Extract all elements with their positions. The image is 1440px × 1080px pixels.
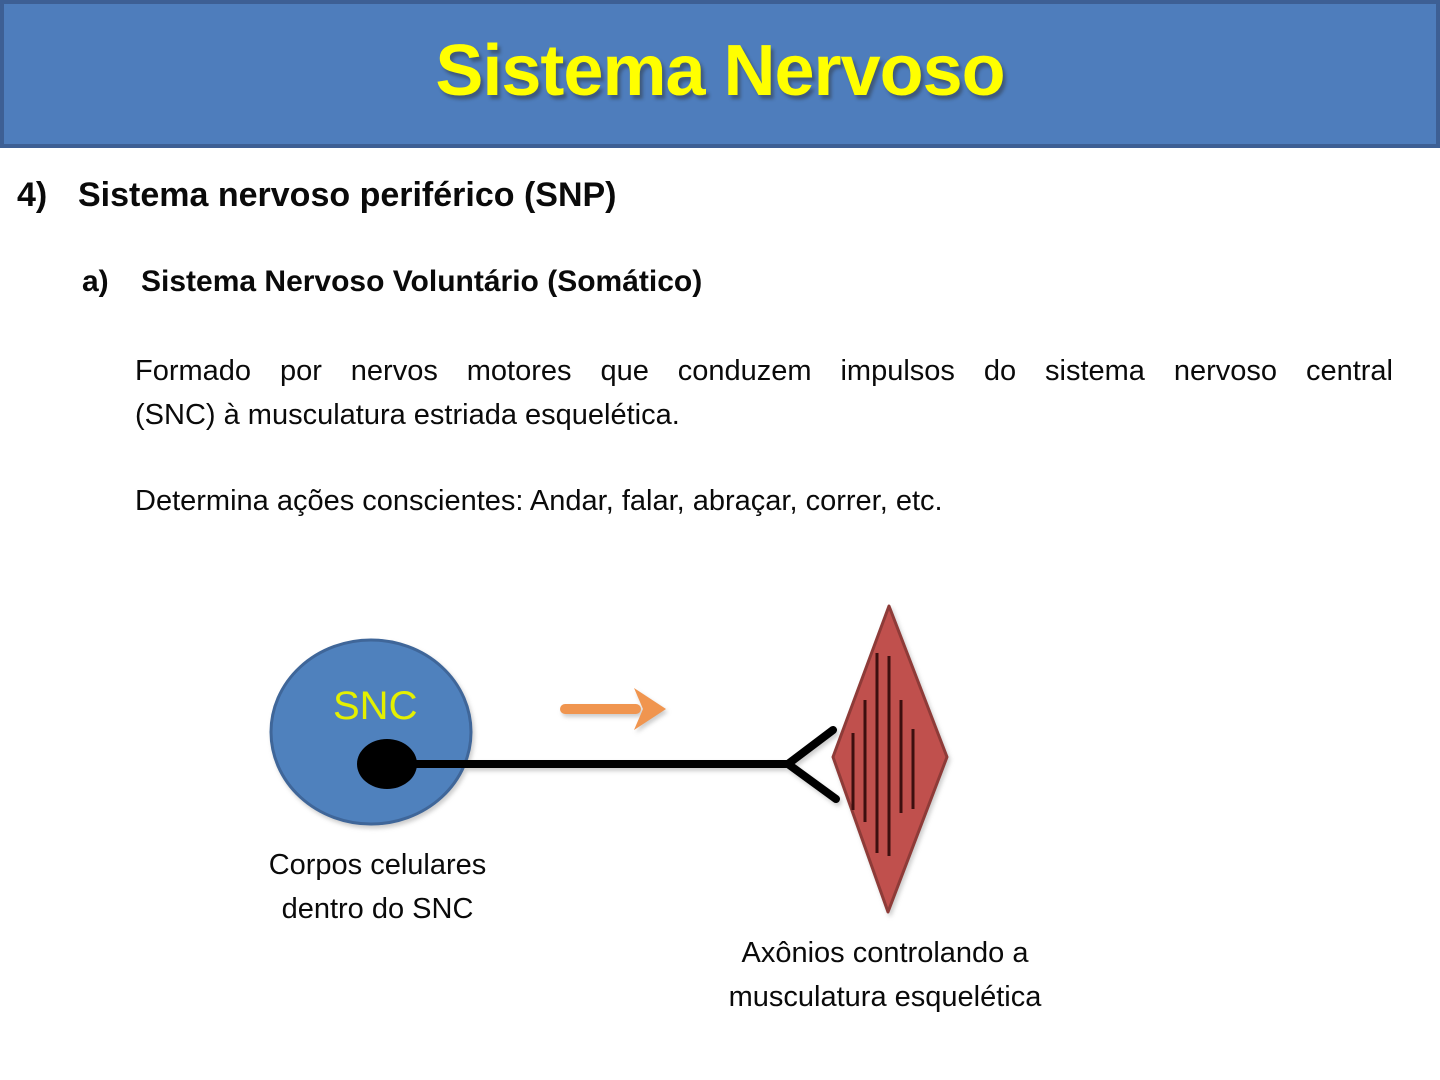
- subsection-label: Sistema Nervoso Voluntário (Somático): [141, 265, 703, 298]
- section-label: Sistema nervoso periférico (SNP): [78, 176, 617, 214]
- page-title: Sistema Nervoso: [435, 31, 1005, 111]
- cell-body-dot: [357, 739, 417, 789]
- direction-arrow-icon: [560, 688, 666, 730]
- muscle-striations: [851, 653, 915, 856]
- paragraph-formado-line2: (SNC) à musculatura estriada esquelética…: [135, 399, 680, 431]
- paragraph-determina: Determina ações conscientes: Andar, fala…: [135, 485, 943, 517]
- direction-arrow-head: [634, 688, 666, 730]
- axons-caption-line2: musculatura esquelética: [728, 981, 1042, 1013]
- neuron-muscle-diagram: [269, 604, 949, 914]
- snc-region-shape: [269, 638, 473, 826]
- cell-bodies-caption-line2: dentro do SNC: [281, 893, 474, 925]
- axons-caption: Axônios controlando a musculatura esquel…: [655, 931, 1115, 1019]
- axons-caption-line1: Axônios controlando a: [741, 937, 1029, 969]
- paragraph-formado: Formado por nervos motores que conduzem …: [135, 349, 1393, 437]
- paragraph-formado-line1: Formado por nervos motores que conduzem …: [135, 355, 1393, 387]
- section-marker: 4): [17, 176, 48, 214]
- axon-terminal-branch: [784, 726, 840, 803]
- cell-bodies-caption-line1: Corpos celulares: [268, 849, 487, 881]
- title-banner: [0, 0, 1440, 148]
- subsection-marker: a): [82, 265, 109, 298]
- cell-bodies-caption: Corpos celulares dentro do SNC: [220, 843, 535, 931]
- snc-label: SNC: [333, 684, 418, 728]
